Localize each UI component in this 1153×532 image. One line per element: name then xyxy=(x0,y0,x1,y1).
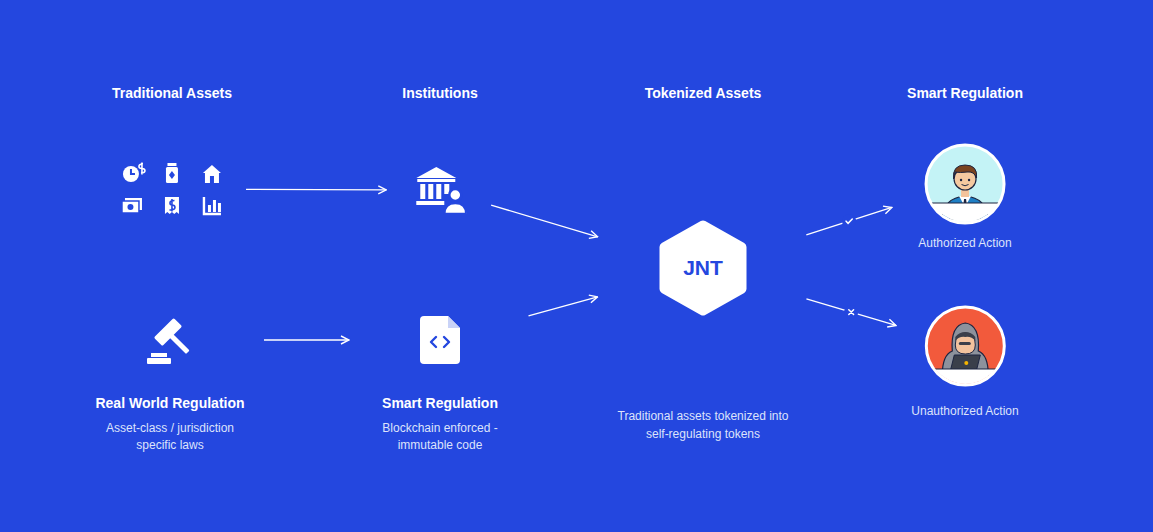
flow-arrow xyxy=(529,297,598,316)
node-caption: Asset-class / jurisdiction specific laws xyxy=(90,420,250,454)
gavel-icon xyxy=(143,313,197,367)
token-symbol: JNT xyxy=(683,256,723,280)
token-node: Tokenized AssetsJNT Traditional assets to… xyxy=(613,85,793,443)
smart-contract-node: Smart RegulationBlockchain enforced - im… xyxy=(365,316,515,454)
node-caption: Authorized Action xyxy=(918,235,1011,251)
flow-arrow xyxy=(806,299,896,326)
authorized-avatar xyxy=(924,143,1006,225)
unauthorized-node: Unauthorized Action xyxy=(911,305,1018,419)
node-caption: Unauthorized Action xyxy=(911,403,1018,419)
asset-icons xyxy=(120,162,224,216)
unauthorized-avatar xyxy=(924,305,1006,387)
column-heading: Smart Regulation xyxy=(907,85,1023,101)
flow-arrow xyxy=(806,207,891,234)
regulation-node: Real World RegulationAsset-class / juris… xyxy=(90,313,250,454)
asset-group: Traditional Assets xyxy=(112,85,232,216)
column-heading: Institutions xyxy=(402,85,477,101)
node-title: Real World Regulation xyxy=(95,394,244,412)
flow-arrow xyxy=(491,205,598,237)
code-document-icon xyxy=(420,316,460,364)
flow-arrow xyxy=(246,189,386,191)
cross-mark xyxy=(844,305,858,319)
institution-node: Institutions xyxy=(402,85,477,215)
token-hexagon: JNT xyxy=(659,220,747,316)
flow-arrow xyxy=(264,339,349,340)
authorized-node: Smart RegulationAuthorized Action xyxy=(907,85,1023,251)
column-heading: Tokenized Assets xyxy=(645,85,762,101)
column-heading: Traditional Assets xyxy=(112,85,232,101)
node-caption: Blockchain enforced - immutable code xyxy=(365,420,515,454)
node-title: Smart Regulation xyxy=(382,394,498,412)
institution-icon xyxy=(414,165,466,215)
node-caption: Traditional assets tokenized into self-r… xyxy=(613,407,793,443)
check-mark xyxy=(842,214,856,228)
